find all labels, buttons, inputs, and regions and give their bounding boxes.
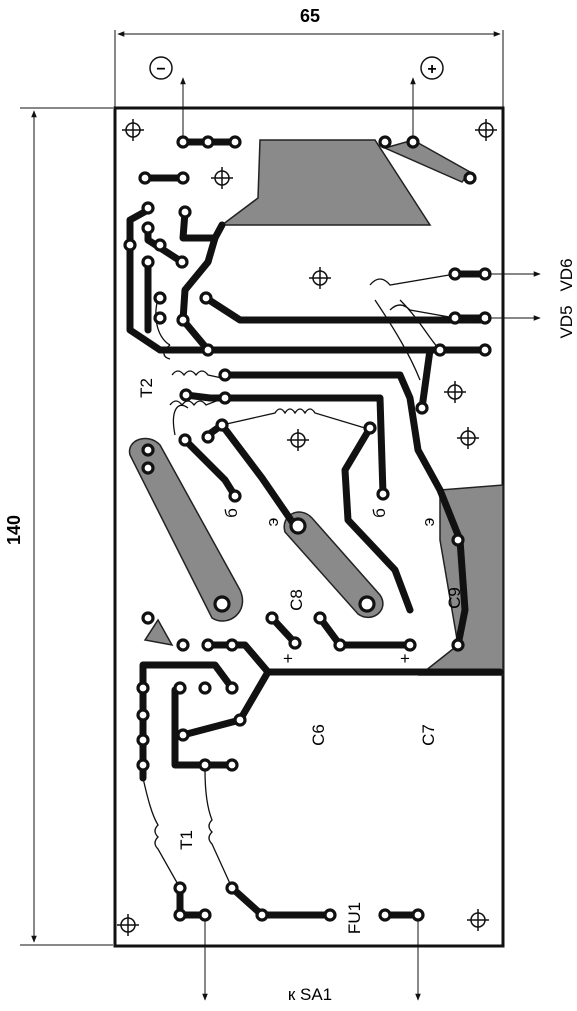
terminal-arrows xyxy=(180,77,541,1001)
mount-hole-5 xyxy=(444,381,466,403)
mounting-holes xyxy=(117,119,497,936)
dimension-width: 65 xyxy=(114,6,504,110)
label-plus-c9: + xyxy=(400,649,410,668)
mount-hole-9 xyxy=(467,909,489,931)
label-e-right: э xyxy=(419,518,438,527)
label-b-right: б xyxy=(370,508,389,518)
label-plus-c8: + xyxy=(283,649,293,668)
mount-hole-2 xyxy=(475,119,497,141)
label-c6: C6 xyxy=(309,724,328,746)
label-c7: C7 xyxy=(419,724,438,746)
label-c8: C8 xyxy=(287,589,306,611)
label-c9: C9 xyxy=(445,587,464,609)
label-vd5: VD5 xyxy=(557,305,576,338)
dimension-height: 140 xyxy=(4,107,113,946)
minus-terminal-label: − xyxy=(156,61,165,78)
mount-hole-1 xyxy=(122,119,144,141)
plus-terminal-label: + xyxy=(427,61,436,78)
copper-traces xyxy=(126,138,504,919)
mount-hole-7 xyxy=(457,427,479,449)
label-vd6: VD6 xyxy=(557,258,576,291)
component-labels: VD6 VD5 T2 б э б э C8 C9 + + C6 C7 T1 FU… xyxy=(137,258,576,1004)
pads xyxy=(123,135,492,922)
label-t1: T1 xyxy=(177,830,196,850)
width-label: 65 xyxy=(300,6,320,26)
mount-hole-4 xyxy=(309,267,331,289)
plus-terminal-symbol: + xyxy=(420,56,444,80)
mount-hole-8 xyxy=(117,914,139,936)
label-to-sa1: к SA1 xyxy=(288,985,332,1004)
height-label: 140 xyxy=(4,515,24,545)
label-fu1: FU1 xyxy=(345,902,364,934)
mount-hole-3 xyxy=(211,167,233,189)
label-t2: T2 xyxy=(137,378,156,398)
minus-terminal-symbol: − xyxy=(149,56,173,80)
mount-hole-6 xyxy=(287,429,309,451)
copper-fills xyxy=(128,139,504,676)
label-e-mid: э xyxy=(263,518,282,527)
label-b-left: б xyxy=(222,508,241,518)
